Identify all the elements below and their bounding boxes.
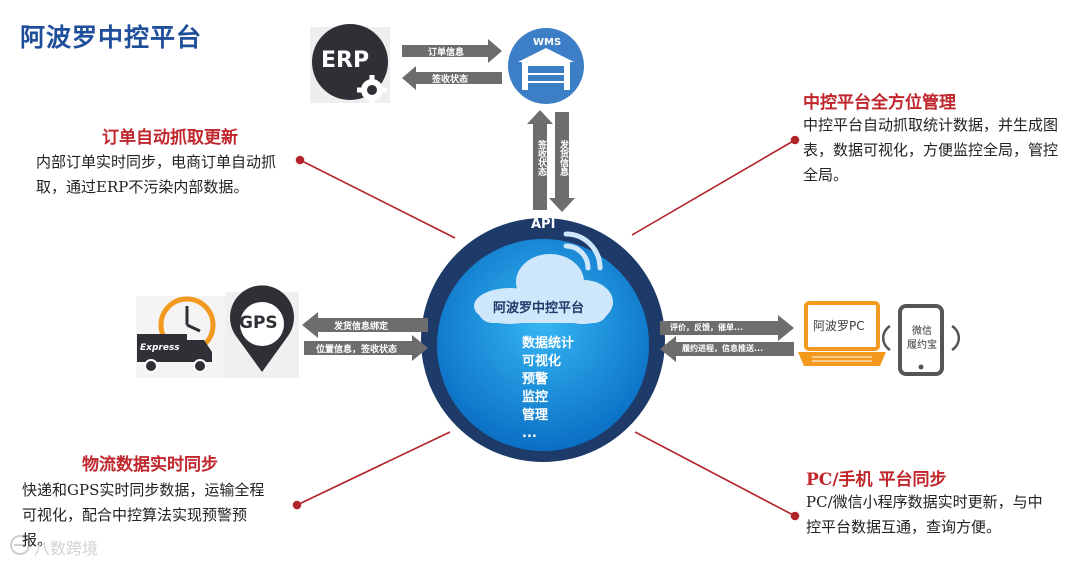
page-title: 阿波罗中控平台	[20, 23, 203, 52]
cloud-label: 阿波罗中控平台	[493, 301, 585, 316]
feature-body-logistics-sync: 快递和GPS实时同步数据，运输全程可视化，配合中控算法实现预警预报。	[22, 481, 265, 549]
feature-title-platform-management: 中控平台全方位管理	[803, 93, 956, 113]
arrow-label-order-info: 订单信息	[428, 48, 465, 58]
connector-top-left	[299, 159, 456, 239]
pc-label: 阿波罗PC	[813, 319, 865, 333]
gps-pin-icon	[225, 285, 299, 378]
right-arrows	[660, 315, 794, 362]
center-item: 可视化	[522, 354, 562, 369]
arrow-label-sign-status: 签收状态	[432, 75, 469, 85]
phone-label: 微信 履约宝	[906, 325, 938, 353]
watermark-logo	[10, 535, 30, 555]
arrow-label-feedback: 评价，反馈，催单...	[670, 323, 744, 332]
arrow-label-location-status: 位置信息，签收状态	[316, 345, 398, 355]
api-label: API	[531, 217, 556, 232]
connector-lines	[292, 135, 800, 521]
center-item: ...	[522, 426, 537, 441]
connector-bottom-right	[634, 431, 796, 517]
center-item: 数据统计	[522, 336, 575, 351]
arrow-label-progress-push: 履约进程，信息推送...	[682, 344, 764, 353]
center-feature-list: 数据统计 可视化 预警 监控 管理 ...	[522, 335, 574, 443]
feature-body-platform-management: 中控平台自动抓取统计数据，并生成图表，数据可视化，方便监控全局，管控全局。	[803, 116, 1059, 184]
arrow-label-ship-info-vertical: 发货信息	[558, 140, 568, 176]
feature-body-pc-mobile-sync: PC/微信小程序数据实时更新，与中控平台数据互通，查询方便。	[806, 493, 1043, 536]
phone-label-line: 履约宝	[907, 340, 937, 351]
feature-title-order-sync: 订单自动抓取更新	[102, 128, 238, 148]
laptop-icon	[798, 301, 886, 366]
erp-wms-arrows	[402, 39, 502, 90]
connector-bottom-left	[296, 431, 451, 506]
arrow-label-sign-status-vertical: 签收状态	[536, 140, 546, 176]
center-item: 管理	[522, 408, 549, 423]
feature-title-logistics-sync: 物流数据实时同步	[82, 455, 218, 475]
wms-label: WMS	[533, 37, 562, 48]
left-arrows	[302, 312, 428, 361]
signal-icon	[563, 231, 603, 271]
erp-icon	[310, 24, 390, 105]
connector-top-right	[631, 139, 796, 236]
center-item: 预警	[522, 372, 549, 387]
watermark-text: 八数跨境	[34, 539, 99, 558]
center-platform-circle	[421, 218, 665, 462]
arrow-label-ship-binding: 发货信息绑定	[334, 322, 389, 332]
feature-title-pc-mobile-sync: PC/手机 平台同步	[806, 470, 947, 490]
express-clock-icon	[136, 296, 226, 378]
phone-label-line: 微信	[912, 326, 932, 337]
phone-icon	[881, 304, 961, 376]
wms-api-arrows	[527, 110, 575, 212]
erp-label: ERP	[321, 48, 370, 73]
express-label: Express	[140, 343, 180, 353]
feature-body-order-sync: 内部订单实时同步，电商订单自动抓取，通过ERP不污染内部数据。	[36, 153, 277, 196]
center-item: 监控	[522, 390, 549, 405]
cloud-icon	[474, 254, 613, 324]
wms-icon	[508, 28, 584, 104]
gps-label: GPS	[239, 313, 278, 333]
